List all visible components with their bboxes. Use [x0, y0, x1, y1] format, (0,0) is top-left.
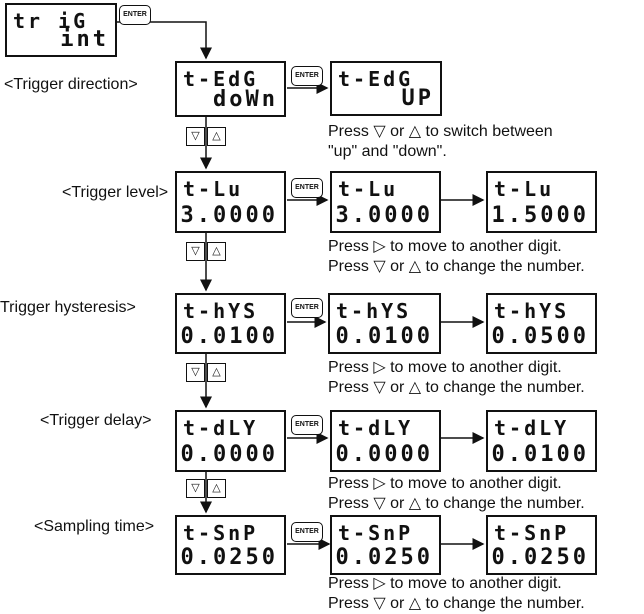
display-line1: t-Lu — [183, 177, 244, 201]
display-line1: t-EdG — [183, 67, 259, 91]
display-line2: 0.0100 — [180, 324, 278, 349]
display-line2: 0.0500 — [491, 324, 589, 349]
note-sampling-2: Press ▽ or △ to change the number. — [328, 595, 585, 612]
down-key-icon[interactable]: ▽ — [186, 242, 205, 261]
updown-keys[interactable]: ▽△ — [186, 362, 228, 382]
up-key-icon[interactable]: △ — [207, 363, 226, 382]
note-delay-2: Press ▽ or △ to change the number. — [328, 495, 585, 512]
display-level-step3: t-Lu 1.5000 — [486, 171, 597, 233]
display-line2: 3.0000 — [335, 203, 433, 228]
display-sampling-main: t-SnP 0.0250 — [175, 515, 286, 575]
display-line1: t-hYS — [494, 299, 570, 323]
display-line2: 3.0000 — [180, 203, 278, 228]
display-trig-int: tr iG int — [5, 3, 117, 57]
display-line2: 0.0250 — [180, 545, 278, 570]
display-line2: 0.0000 — [180, 442, 278, 467]
display-line2: 0.0000 — [335, 442, 433, 467]
down-key-icon[interactable]: ▽ — [186, 479, 205, 498]
display-level-step2: t-Lu 3.0000 — [330, 171, 441, 233]
enter-key-hysteresis[interactable]: ENTER — [291, 298, 323, 318]
note-hysteresis-2: Press ▽ or △ to change the number. — [328, 379, 585, 396]
display-line2: 1.5000 — [491, 203, 589, 228]
display-hysteresis-step2: t-hYS 0.0100 — [328, 293, 441, 354]
enter-key-level[interactable]: ENTER — [291, 178, 323, 198]
display-delay-main: t-dLY 0.0000 — [175, 410, 286, 472]
display-line1: t-SnP — [183, 521, 259, 545]
display-delay-step2: t-dLY 0.0000 — [330, 410, 441, 472]
up-key-icon[interactable]: △ — [207, 127, 226, 146]
display-line1: t-dLY — [338, 416, 414, 440]
note-level-2: Press ▽ or △ to change the number. — [328, 258, 585, 275]
enter-key-delay[interactable]: ENTER — [291, 415, 323, 435]
display-line1: t-EdG — [338, 67, 414, 91]
display-line1: t-SnP — [494, 521, 570, 545]
label-sampling-time: <Sampling time> — [34, 518, 155, 535]
display-line2: 0.0250 — [491, 545, 589, 570]
up-key-icon[interactable]: △ — [207, 479, 226, 498]
display-line2: UP — [401, 86, 434, 111]
display-hysteresis-step3: t-hYS 0.0500 — [486, 293, 597, 354]
note-delay-1: Press ▷ to move to another digit. — [328, 475, 562, 492]
enter-key-sampling[interactable]: ENTER — [291, 522, 323, 542]
note-level-1: Press ▷ to move to another digit. — [328, 238, 562, 255]
label-trigger-level: <Trigger level> — [62, 184, 169, 201]
display-delay-step3: t-dLY 0.0100 — [486, 410, 597, 472]
enter-key-direction[interactable]: ENTER — [291, 66, 323, 86]
display-level-main: t-Lu 3.0000 — [175, 171, 286, 233]
display-direction-up: t-EdG UP — [330, 61, 442, 116]
note-direction-2: "up" and "down". — [328, 143, 447, 160]
enter-key-top[interactable]: ENTER — [119, 5, 151, 25]
label-trigger-direction: <Trigger direction> — [4, 76, 138, 93]
label-trigger-hysteresis: Trigger hysteresis> — [0, 299, 136, 316]
display-line2: 0.0100 — [335, 324, 433, 349]
down-key-icon[interactable]: ▽ — [186, 363, 205, 382]
display-sampling-step2: t-SnP 0.0250 — [330, 515, 441, 575]
display-line1: tr iG — [13, 9, 89, 33]
display-line2: 0.0100 — [491, 442, 589, 467]
display-direction-main: t-EdG doWn — [175, 61, 286, 117]
display-line1: t-Lu — [338, 177, 399, 201]
display-line2: 0.0250 — [335, 545, 433, 570]
note-hysteresis-1: Press ▷ to move to another digit. — [328, 359, 562, 376]
down-key-icon[interactable]: ▽ — [186, 127, 205, 146]
display-line1: t-dLY — [494, 416, 570, 440]
updown-keys[interactable]: ▽△ — [186, 241, 228, 261]
display-line2: doWn — [213, 87, 278, 112]
display-line1: t-Lu — [494, 177, 555, 201]
updown-keys[interactable]: ▽△ — [186, 478, 228, 498]
note-direction-1: Press ▽ or △ to switch between — [328, 123, 553, 140]
updown-keys[interactable]: ▽△ — [186, 126, 228, 146]
display-line1: t-hYS — [336, 299, 412, 323]
display-hysteresis-main: t-hYS 0.0100 — [175, 293, 286, 354]
up-key-icon[interactable]: △ — [207, 242, 226, 261]
label-trigger-delay: <Trigger delay> — [40, 412, 152, 429]
display-line1: t-SnP — [338, 521, 414, 545]
display-line1: t-dLY — [183, 416, 259, 440]
display-line2: int — [60, 27, 109, 52]
note-sampling-1: Press ▷ to move to another digit. — [328, 575, 562, 592]
display-line1: t-hYS — [183, 299, 259, 323]
display-sampling-step3: t-SnP 0.0250 — [486, 515, 597, 575]
